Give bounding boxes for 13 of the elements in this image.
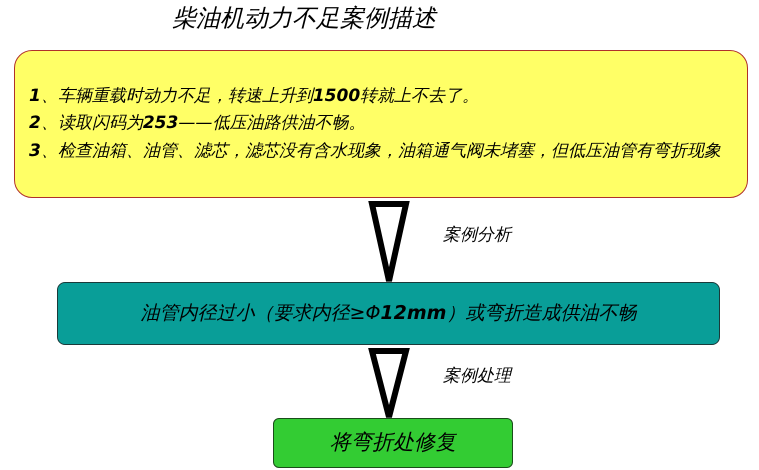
arrow <box>368 348 410 420</box>
description-box <box>14 50 748 198</box>
box-text: 油管内径过小（要求内径≥Φ12mm）或弯折造成供油不畅 <box>140 302 638 325</box>
arrow <box>368 201 410 284</box>
solution-box <box>273 418 513 468</box>
list-item: 3、检查油箱、油管、滤芯，滤芯没有含水现象，油箱通气阀未堵塞，但低压油管有弯折现象 <box>29 140 722 163</box>
box-text: 将弯折处修复 <box>329 430 458 456</box>
title: 柴油机动力不足案例描述 <box>172 3 436 34</box>
list-item: 1、车辆重载时动力不足，转速上升到1500转就上不去了。 <box>29 85 480 108</box>
analysis-box <box>57 282 720 345</box>
edge-label: 案例处理 <box>443 365 511 387</box>
edge-label: 案例分析 <box>443 224 511 246</box>
list-item: 2、读取闪码为253——低压油路供油不畅。 <box>29 112 366 136</box>
